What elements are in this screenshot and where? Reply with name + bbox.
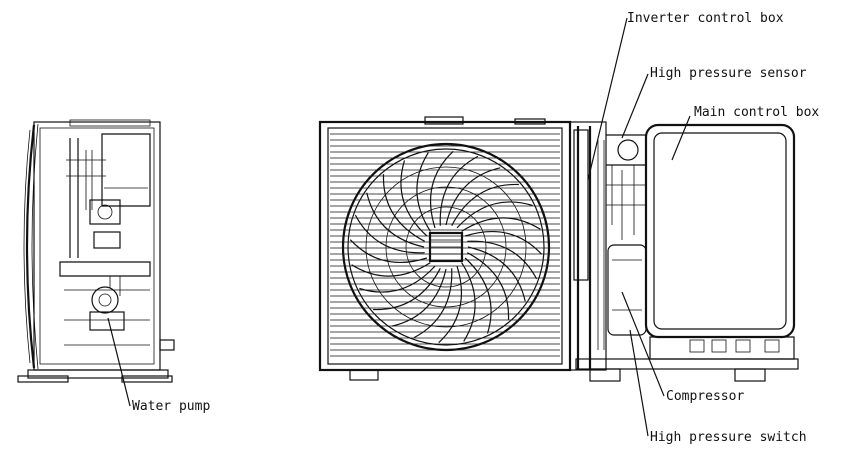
front-view-unit: [318, 116, 799, 382]
label-inverter-control-box: Inverter control box: [627, 11, 784, 26]
fan-blade: [400, 160, 428, 237]
leader-lines: [107, 17, 691, 437]
fan-blade: [391, 268, 447, 327]
leader-main-control-box: [671, 115, 691, 161]
fan-blade: [467, 246, 526, 302]
fan-blade: [461, 217, 541, 232]
fan-guard-ring: [405, 206, 487, 288]
fan-blade: [354, 214, 425, 254]
fan-guard-ring: [385, 186, 507, 308]
fan-blade: [461, 262, 476, 342]
leader-inverter-control-box: [587, 17, 628, 181]
label-high-pressure-switch: High pressure switch: [650, 430, 807, 445]
fan-guard-ring: [365, 166, 527, 328]
leader-water-pump: [107, 317, 131, 407]
leader-high-pressure-switch: [629, 329, 649, 437]
fan-blade: [382, 174, 425, 242]
fan-blade: [445, 167, 501, 226]
label-main-control-box: Main control box: [694, 105, 819, 120]
fan-blade: [351, 262, 431, 277]
labels: Inverter control box High pressure senso…: [132, 11, 819, 445]
fan-blade: [366, 192, 425, 248]
leader-high-pressure-sensor: [621, 73, 649, 139]
label-water-pump: Water pump: [132, 399, 210, 414]
fan-blade: [456, 201, 533, 229]
side-view-unit: [17, 119, 175, 383]
fan-blade: [413, 268, 453, 339]
fan-blade: [416, 152, 431, 232]
leader-compressor: [621, 291, 665, 397]
fan-blade: [439, 155, 479, 226]
fan-blade: [429, 150, 454, 229]
fan-blade: [451, 183, 519, 226]
fan-blade: [464, 230, 543, 255]
fan-blade: [467, 252, 510, 320]
fan-blade: [467, 240, 538, 280]
fan-blade: [438, 265, 463, 344]
fan-blade: [464, 257, 492, 334]
fan-blade: [349, 239, 428, 264]
fan-blade: [373, 268, 441, 311]
fan-blade: [359, 265, 436, 293]
label-compressor: Compressor: [666, 389, 744, 404]
label-high-pressure-sensor: High pressure sensor: [650, 66, 807, 81]
